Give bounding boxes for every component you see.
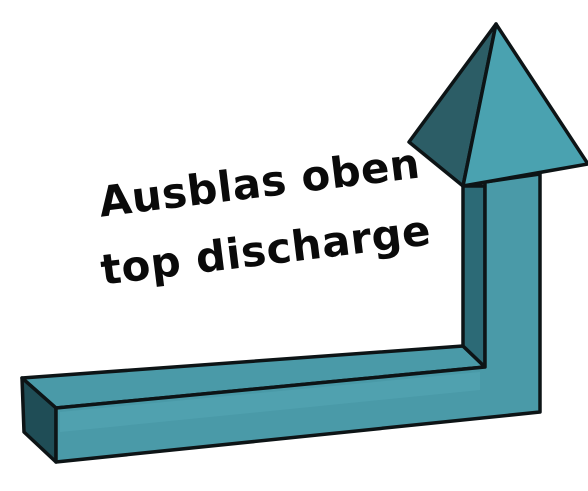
arrow-riser-side-face <box>463 186 485 367</box>
